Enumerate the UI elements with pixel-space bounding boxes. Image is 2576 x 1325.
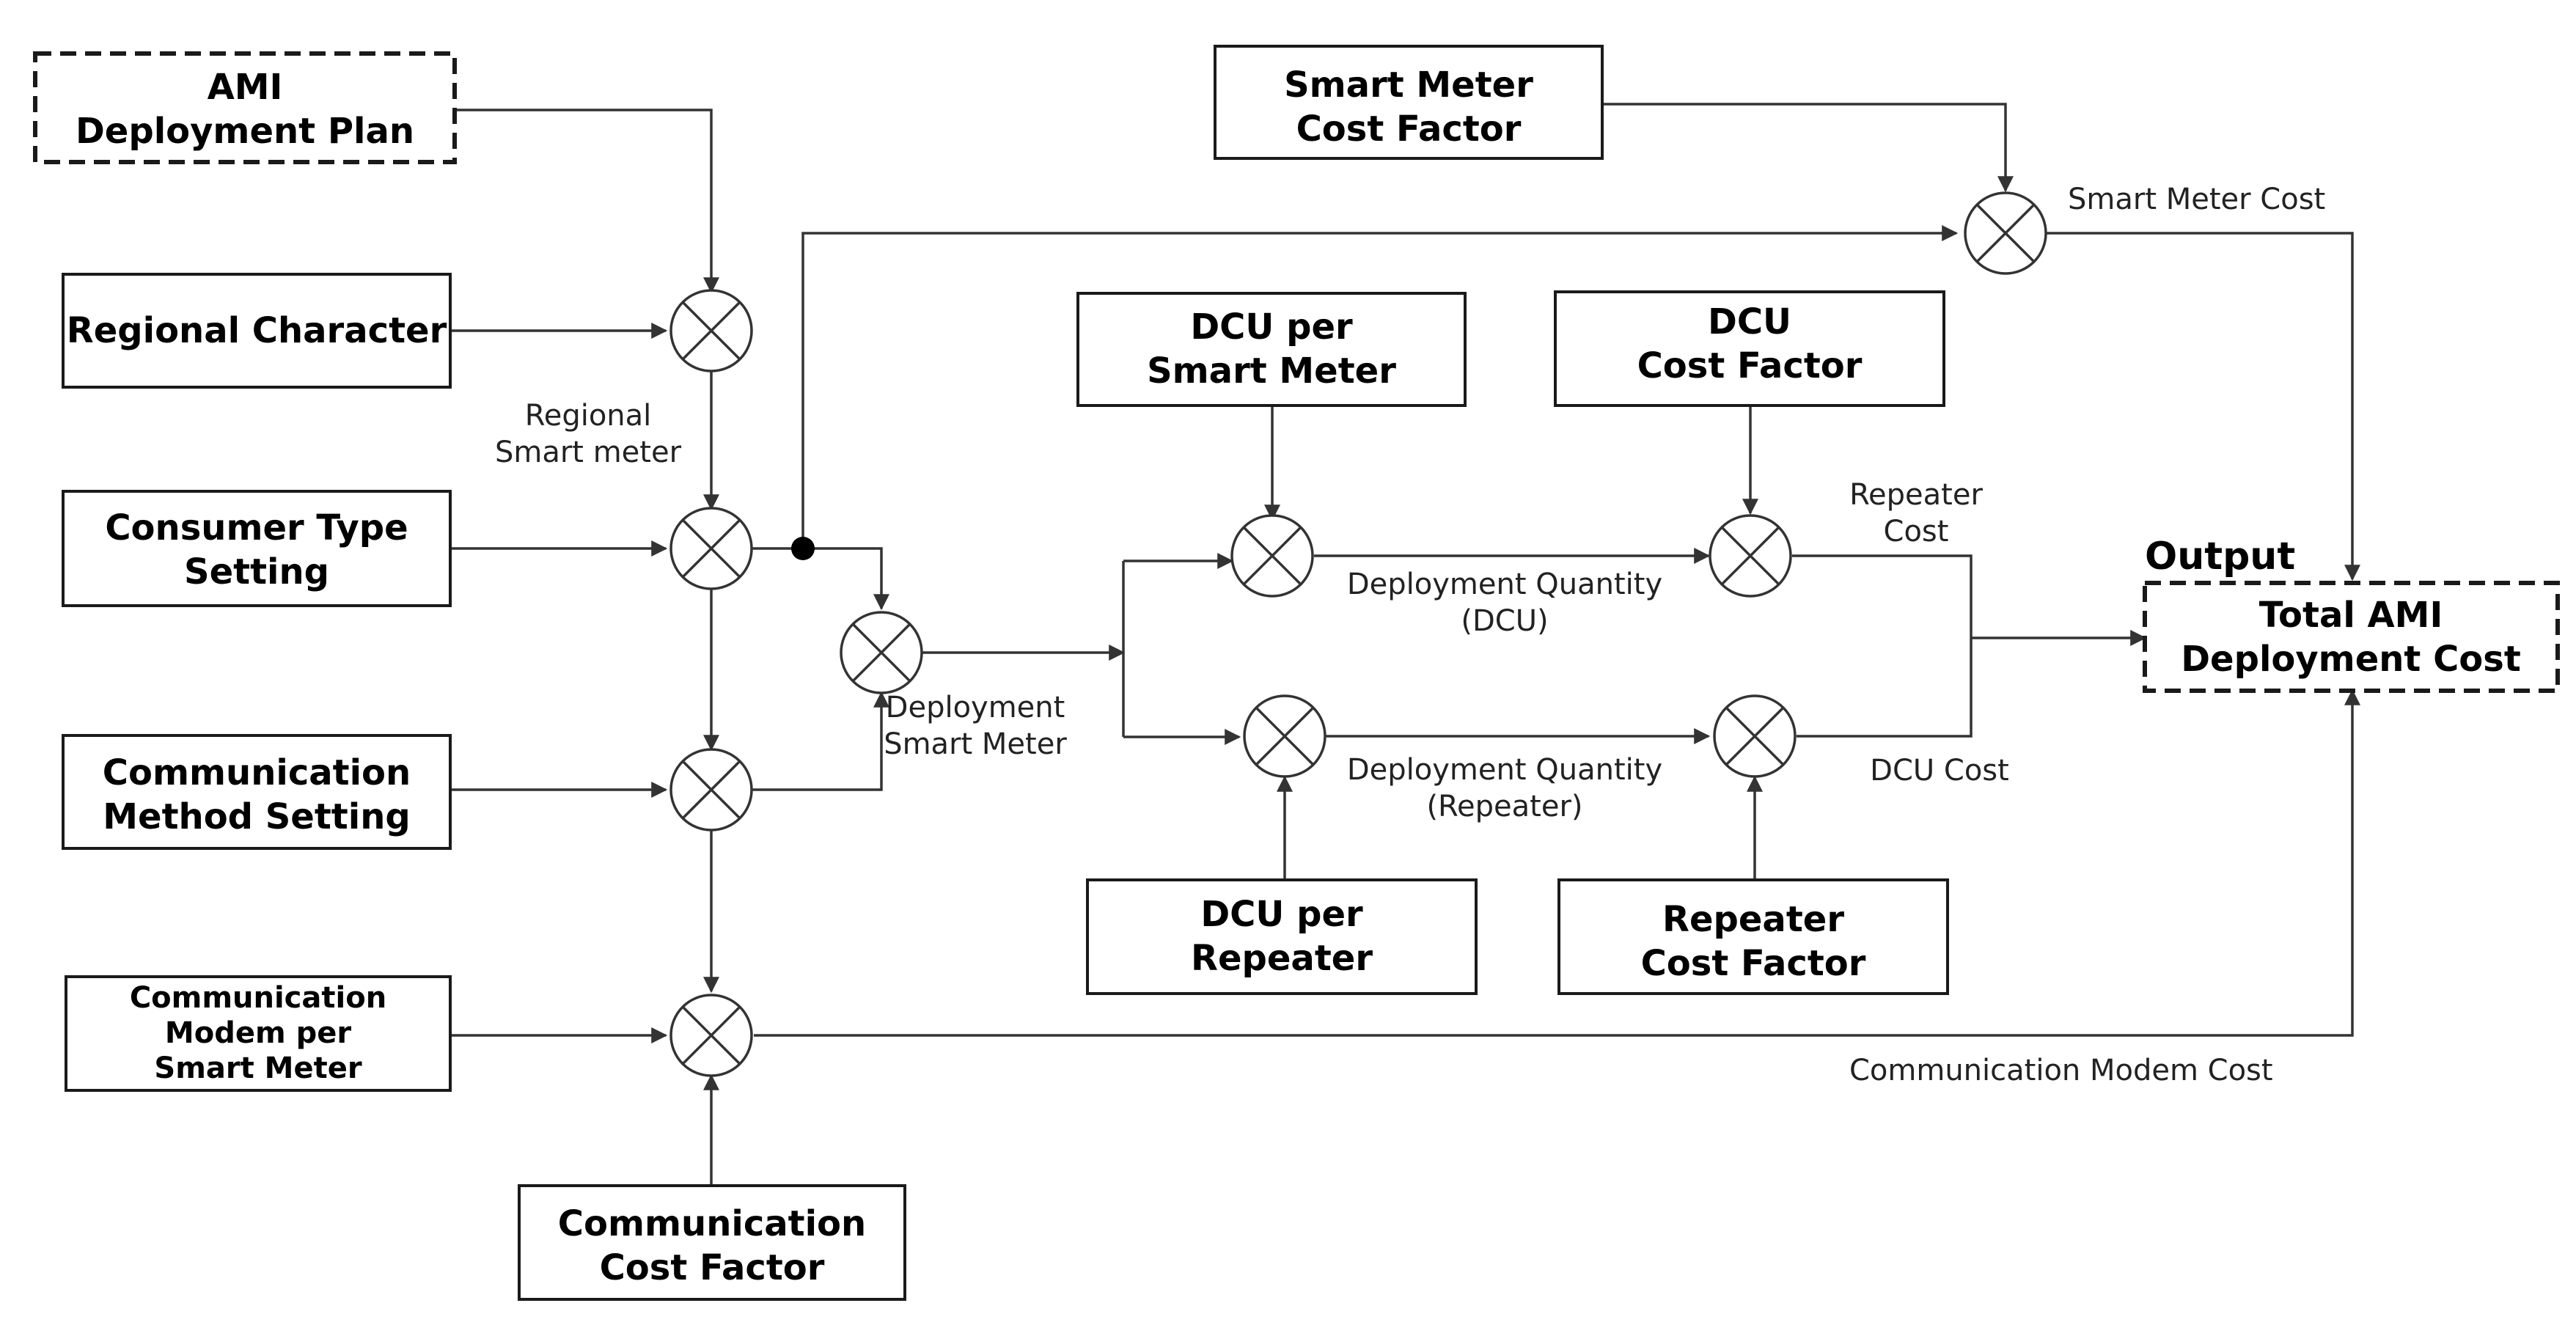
rep-cost-line-1: Repeater — [1662, 899, 1844, 940]
repeater-cost-factor-box: Repeater Cost Factor — [1557, 878, 1949, 995]
dcu-cost-factor-box: DCU Cost Factor — [1554, 290, 1945, 407]
modem-line-1: Communication — [130, 981, 386, 1015]
consumer-type-line-1: Consumer Type — [105, 507, 408, 548]
dcu-per-rep-line-2: Repeater — [1191, 938, 1373, 979]
multiplier-node-dcu-cost — [1713, 694, 1797, 778]
dcu-per-smart-meter-box: DCU per Smart Meter — [1076, 292, 1467, 407]
comm-method-line-1: Communication — [103, 752, 411, 793]
dcu-cost-line-1: DCU — [1708, 301, 1791, 342]
communication-modem-box: Communication Modem per Smart Meter — [65, 975, 452, 1092]
dq-dcu-label-2: (DCU) — [1461, 604, 1548, 638]
repeater-cost-label-2: Cost — [1884, 515, 1949, 548]
branch-dot — [791, 537, 815, 560]
rep-cost-line-2: Cost Factor — [1641, 943, 1866, 984]
modem-line-3: Smart Meter — [154, 1051, 362, 1085]
dcu-per-sm-line-1: DCU per — [1190, 307, 1353, 348]
communication-modem-cost-label: Communication Modem Cost — [1849, 1054, 2273, 1087]
multiplier-node-dcu-qty — [1230, 514, 1314, 598]
connection-lines — [450, 103, 2360, 1186]
modem-line-2: Modem per — [165, 1016, 351, 1050]
dcu-per-rep-line-1: DCU per — [1200, 894, 1363, 935]
dq-repeater-label-1: Deployment Quantity — [1347, 753, 1662, 787]
comm-method-line-2: Method Setting — [103, 796, 410, 837]
multiplier-node-comm-method — [669, 748, 753, 832]
ami-plan-line-1: AMI — [208, 67, 283, 108]
multiplier-node-repeater-cost — [1709, 514, 1792, 598]
deployment-smart-meter-label-2: Smart Meter — [884, 727, 1067, 761]
multiplier-node-deployment — [840, 611, 923, 694]
sm-cost-line-2: Cost Factor — [1296, 109, 1522, 150]
repeater-cost-label-1: Repeater — [1849, 478, 1983, 512]
multiplier-node-smart-meter-cost — [1964, 191, 2047, 275]
regional-character-label: Regional Character — [67, 310, 447, 351]
consumer-type-line-2: Setting — [184, 551, 329, 592]
comm-cost-line-1: Communication — [558, 1203, 866, 1244]
dcu-cost-label: DCU Cost — [1870, 754, 2009, 788]
dq-repeater-label-2: (Repeater) — [1426, 790, 1582, 823]
output-label: Output — [2145, 535, 2295, 579]
multiplier-node-modem — [669, 994, 753, 1077]
multiplier-node-repeater-qty — [1243, 694, 1326, 778]
ami-plan-line-2: Deployment Plan — [76, 111, 414, 152]
regional-smart-meter-label-2: Smart meter — [495, 436, 682, 469]
deployment-smart-meter-label-1: Deployment — [886, 691, 1065, 724]
multiplier-node-regional — [669, 289, 753, 372]
multiplier-node-consumer — [669, 507, 753, 590]
consumer-type-box: Consumer Type Setting — [62, 490, 452, 607]
regional-smart-meter-label-1: Regional — [525, 399, 652, 433]
dcu-per-repeater-box: DCU per Repeater — [1086, 878, 1478, 995]
dcu-cost-line-2: Cost Factor — [1637, 345, 1863, 386]
communication-cost-factor-box: Communication Cost Factor — [518, 1184, 906, 1301]
total-line-2: Deployment Cost — [2181, 639, 2521, 680]
communication-method-box: Communication Method Setting — [62, 734, 452, 850]
total-ami-deployment-cost-box: Total AMI Deployment Cost — [2143, 581, 2560, 693]
ami-deployment-plan-box: AMI Deployment Plan — [33, 51, 457, 164]
total-line-1: Total AMI — [2259, 595, 2443, 636]
dq-dcu-label-1: Deployment Quantity — [1347, 568, 1662, 601]
comm-cost-line-2: Cost Factor — [600, 1247, 825, 1288]
sm-cost-line-1: Smart Meter — [1284, 65, 1533, 106]
regional-character-box: Regional Character — [62, 273, 452, 389]
smart-meter-cost-factor-box: Smart Meter Cost Factor — [1214, 45, 1604, 160]
dcu-per-sm-line-2: Smart Meter — [1147, 350, 1396, 392]
smart-meter-cost-label: Smart Meter Cost — [2068, 183, 2325, 216]
